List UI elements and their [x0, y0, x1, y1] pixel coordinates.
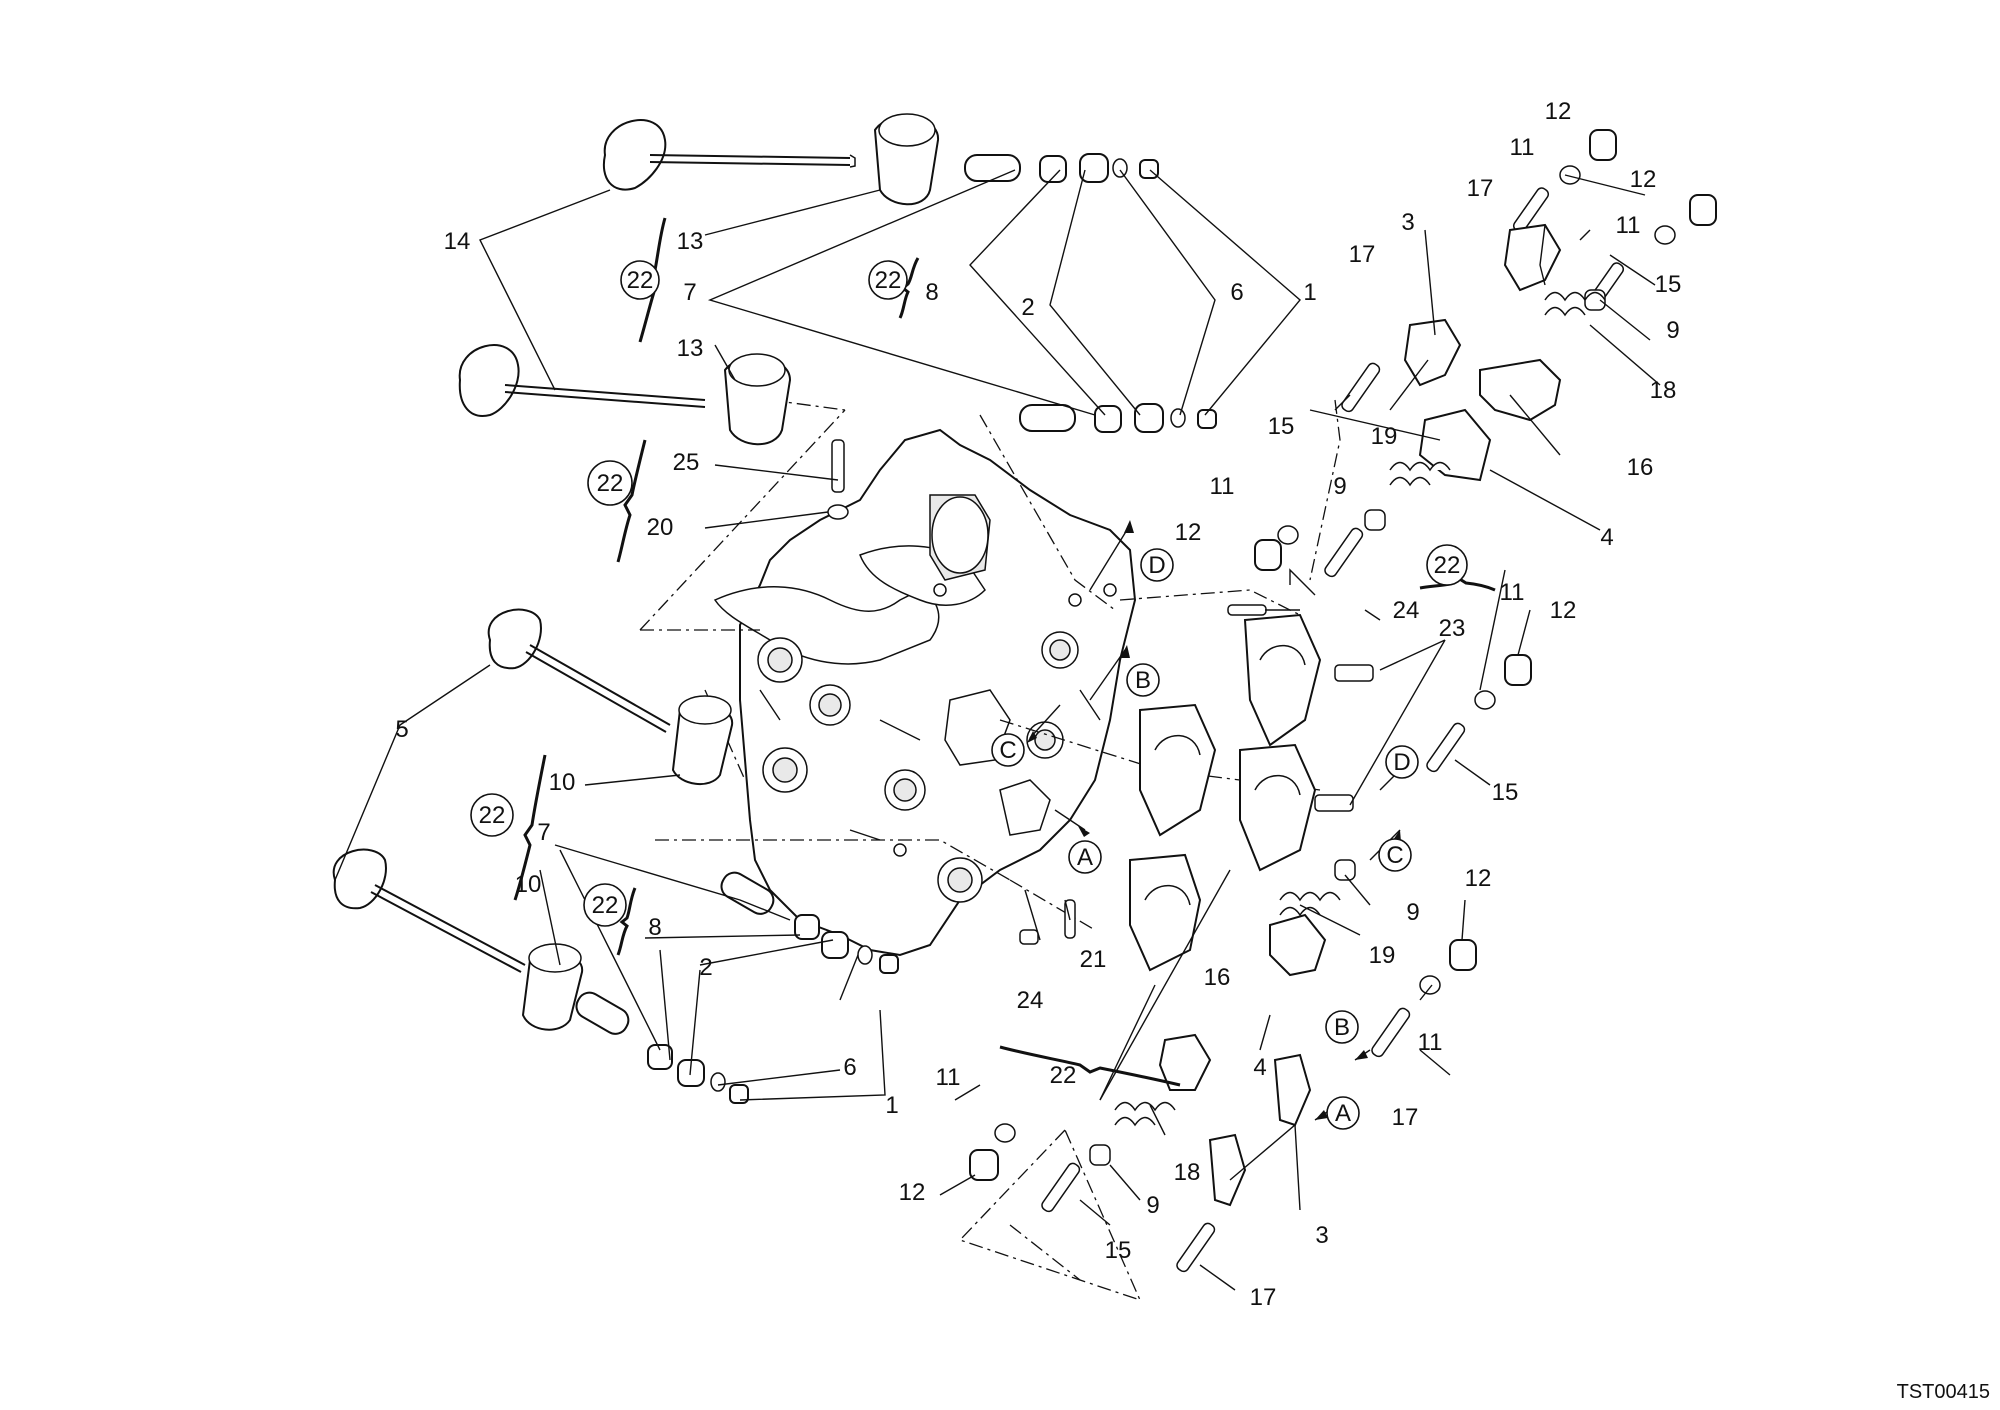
label-13-b: 13: [677, 335, 704, 362]
label-17-c: 17: [1392, 1104, 1419, 1131]
label-22-e: 22: [592, 892, 619, 919]
label-22-g: 22: [1050, 1062, 1077, 1089]
label-15-d: 15: [1105, 1237, 1132, 1264]
rockers-and-springs: [1114, 223, 1606, 1207]
label-11-f: 11: [936, 1064, 961, 1091]
label-12-d: 12: [1550, 597, 1577, 624]
label-15-b: 15: [1268, 413, 1295, 440]
label-10-b: 10: [515, 871, 542, 898]
ref-b-upper: B: [1135, 667, 1151, 694]
label-5: 5: [395, 716, 408, 743]
label-20: 20: [647, 514, 674, 541]
label-9-b: 9: [1333, 473, 1346, 500]
label-3-b: 3: [1315, 1222, 1328, 1249]
label-13-a: 13: [677, 228, 704, 255]
label-9-c: 9: [1406, 899, 1419, 926]
label-11-e: 11: [1418, 1029, 1443, 1056]
label-14: 14: [444, 228, 471, 255]
label-21: 21: [1080, 946, 1107, 973]
label-6-a: 6: [1230, 279, 1243, 306]
label-25: 25: [673, 449, 700, 476]
label-12-f: 12: [899, 1179, 926, 1206]
label-9-a: 9: [1666, 317, 1679, 344]
label-10-a: 10: [549, 769, 576, 796]
ref-d-lower: D: [1393, 749, 1410, 776]
label-23: 23: [1439, 615, 1466, 642]
label-12-c: 12: [1175, 519, 1202, 546]
ref-c-upper: C: [999, 737, 1016, 764]
label-12-a: 12: [1545, 98, 1572, 125]
label-22-d: 22: [479, 802, 506, 829]
label-15-c: 15: [1492, 779, 1519, 806]
label-17-d: 17: [1250, 1284, 1277, 1311]
label-22-b: 22: [875, 267, 902, 294]
label-16-b: 16: [1204, 964, 1231, 991]
label-11-c: 11: [1210, 473, 1235, 500]
leader-lines: [334, 169, 1661, 1291]
label-17-a: 17: [1467, 175, 1494, 202]
label-19-a: 19: [1371, 423, 1398, 450]
label-2-a: 2: [1021, 294, 1034, 321]
label-18-a: 18: [1650, 377, 1677, 404]
label-11-a: 11: [1510, 134, 1535, 161]
label-18-b: 18: [1174, 1159, 1201, 1186]
label-17-b: 17: [1349, 241, 1376, 268]
label-24-a: 24: [1017, 987, 1044, 1014]
label-9-d: 9: [1146, 1192, 1159, 1219]
circled-22-markers: 22 22 22 22 22 22: [470, 260, 1468, 927]
ref-d-upper: D: [1148, 552, 1165, 579]
drawing-code: TST00415: [1897, 1381, 1990, 1403]
valves: [332, 113, 940, 1031]
label-4-a: 4: [1600, 524, 1613, 551]
label-22-a: 22: [627, 267, 654, 294]
cam-bearing-caps: [1129, 613, 1322, 972]
part-number-labels: 14 13 13 7 8 2 6 1 25 20 5 10 7 10 8 2 6…: [395, 98, 1681, 1311]
label-1-a: 1: [1303, 279, 1316, 306]
label-2-b: 2: [699, 954, 712, 981]
label-7-a: 7: [683, 279, 696, 306]
label-15-a: 15: [1655, 271, 1682, 298]
label-22-c: 22: [597, 470, 624, 497]
label-16-a: 16: [1627, 454, 1654, 481]
label-12-b: 12: [1630, 166, 1657, 193]
ref-a-lower: A: [1335, 1100, 1351, 1127]
ref-b-lower: B: [1334, 1014, 1350, 1041]
label-3-a: 3: [1401, 209, 1414, 236]
label-11-d: 11: [1500, 579, 1525, 606]
label-8-b: 8: [648, 914, 661, 941]
label-6-b: 6: [843, 1054, 856, 1081]
label-1-b: 1: [885, 1092, 898, 1119]
label-12-e: 12: [1465, 865, 1492, 892]
label-22-f: 22: [1434, 552, 1461, 579]
label-7-b: 7: [537, 819, 550, 846]
reference-letter-markers: D B C A D C B A: [991, 548, 1419, 1130]
ref-a-upper: A: [1077, 844, 1093, 871]
valve-guides-and-collets: [575, 153, 1217, 1104]
cylinder-head: [713, 428, 1137, 957]
label-4-b: 4: [1253, 1054, 1266, 1081]
label-19-b: 19: [1369, 942, 1396, 969]
label-8-a: 8: [925, 279, 938, 306]
ref-c-lower: C: [1386, 842, 1403, 869]
label-11-b: 11: [1616, 212, 1641, 239]
label-24-b: 24: [1393, 597, 1420, 624]
